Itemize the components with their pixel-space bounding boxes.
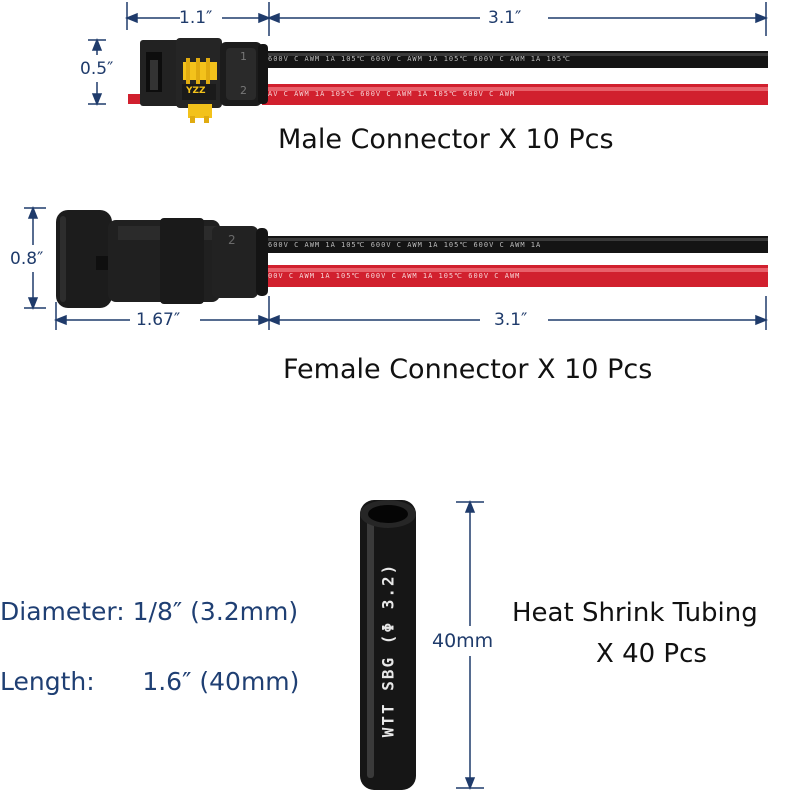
male-caption: Male Connector X 10 Pcs <box>278 124 614 155</box>
female-connector-length-label: 1.67″ <box>136 310 181 330</box>
male-wire-length-label: 3.1″ <box>488 8 522 28</box>
male-brand-mark: YZZ <box>186 86 206 96</box>
female-caption: Female Connector X 10 Pcs <box>283 354 653 385</box>
male-wires <box>262 51 768 105</box>
male-pin-2-label: 2 <box>240 84 247 97</box>
tube-print: WTT SBG (Φ 3.2) <box>378 562 398 738</box>
tube-caption-line2: X 40 Pcs <box>596 639 707 669</box>
length-spec: Length: 1.6″ (40mm) <box>0 667 300 696</box>
male-red-wire-print: AV C AWM 1A 105℃ 600V C AWM 1A 105℃ 600V… <box>268 90 516 98</box>
male-black-wire-print: 600V C AWM 1A 105℃ 600V C AWM 1A 105℃ 60… <box>268 55 571 63</box>
female-connector-body <box>56 210 268 308</box>
female-red-wire-print: 00V C AWM 1A 105℃ 600V C AWM 1A 105℃ 600… <box>268 272 521 280</box>
male-dimension-lines <box>88 2 769 107</box>
heat-shrink-tube <box>360 500 416 790</box>
male-pin-1-label: 1 <box>240 50 247 63</box>
male-connector-body <box>128 38 268 123</box>
female-dimension-lines <box>24 205 769 330</box>
diameter-spec: Diameter: 1/8″ (3.2mm) <box>0 597 299 626</box>
female-wires <box>262 236 768 287</box>
female-pin-2-label: 2 <box>228 233 236 247</box>
tube-length-label: 40mm <box>432 630 494 652</box>
female-black-wire-print: 600V C AWM 1A 105℃ 600V C AWM 1A 105℃ 60… <box>268 241 542 249</box>
tube-caption-line1: Heat Shrink Tubing <box>512 598 758 628</box>
female-wire-length-label: 3.1″ <box>494 310 528 330</box>
male-height-label: 0.5″ <box>80 59 114 79</box>
male-connector-length-label: 1.1″ <box>179 8 213 28</box>
tube-dimension-lines <box>456 499 484 791</box>
female-height-label: 0.8″ <box>10 249 44 269</box>
